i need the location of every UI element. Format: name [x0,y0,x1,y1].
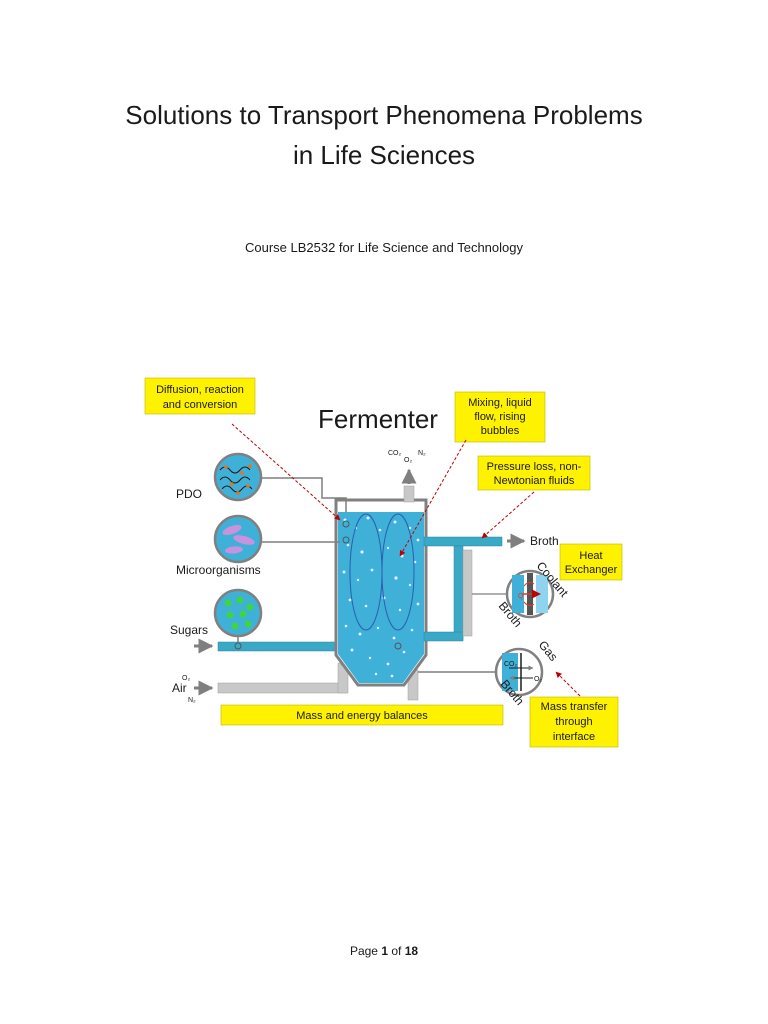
interface-o2-label: O₂ [534,676,542,683]
top-n2-label: N₂ [418,450,426,457]
callout-mass-balance: Mass and energy balances [220,704,504,726]
callout-pressure: Pressure loss, non- Newtonian fluids [477,455,591,491]
pdo-label: PDO [176,487,202,501]
broth-outlet-label: Broth [530,534,559,548]
callout-heat-line-2: Exchanger [565,564,618,576]
callout-diffusion-line-2: and conversion [163,399,238,411]
sugars-pipe [217,641,337,652]
sugars-circle [213,588,263,638]
fermenter-vessel [334,468,428,687]
heat-exchanger-circle: Q [505,569,555,619]
leader-lines [231,423,581,697]
callout-mass-transfer: Mass transfer through interface [529,696,619,748]
callout-mass-balance-text: Mass and energy balances [296,710,428,722]
callout-pressure-line-2: Newtonian fluids [494,475,575,487]
microorganisms-circle [213,514,263,564]
callout-mixing-line-2: flow, rising [474,411,525,423]
footer-prefix: Page [349,944,382,958]
callout-mass-transfer-line-1: Mass transfer [541,701,608,713]
footer-total-pages: 18 [404,944,419,958]
sugars-label: Sugars [170,623,208,637]
callout-pressure-line-1: Pressure loss, non- [487,461,582,473]
course-subtitle: Course LB2532 for Life Science and Techn… [244,240,523,255]
broth-loop [423,533,526,642]
callout-heat-line-1: Heat [579,550,602,562]
callout-mass-transfer-line-3: interface [553,731,595,743]
document-title: Solutions to Transport Phenomena Problem… [0,95,768,175]
heat-q-symbol: Q [518,593,524,600]
air-n2-label: N₂ [188,697,196,704]
title-line-1: Solutions to Transport Phenomena Problem… [125,100,643,130]
gas-interface-circle: CO₂ O₂ [494,647,544,697]
callout-mixing-line-3: bubbles [481,425,520,437]
footer-middle: of [388,944,405,958]
page-footer: Page 1 of 18 [0,944,768,958]
footer-current-page: 1 [381,944,388,958]
air-o2-label: O₂ [182,675,190,682]
callout-diffusion-line-1: Diffusion, reaction [156,384,244,396]
top-co2-label: CO₂ [388,450,402,457]
callout-heat-exchanger: Heat Exchanger [559,543,623,581]
callout-diffusion: Diffusion, reaction and conversion [144,377,256,415]
pdo-circle [213,452,263,502]
callout-mass-transfer-line-2: through [555,716,592,728]
title-line-2: in Life Sciences [292,140,476,170]
microorganisms-label: Microorganisms [176,563,261,577]
interface-co2-label: CO₂ [504,661,518,668]
air-label: Air [172,681,187,695]
callout-mixing: Mixing, liquid flow, rising bubbles [454,391,546,443]
callout-mixing-line-1: Mixing, liquid [468,397,532,409]
fermenter-heading: Fermenter [318,404,438,434]
top-o2-label: O₂ [404,457,412,464]
